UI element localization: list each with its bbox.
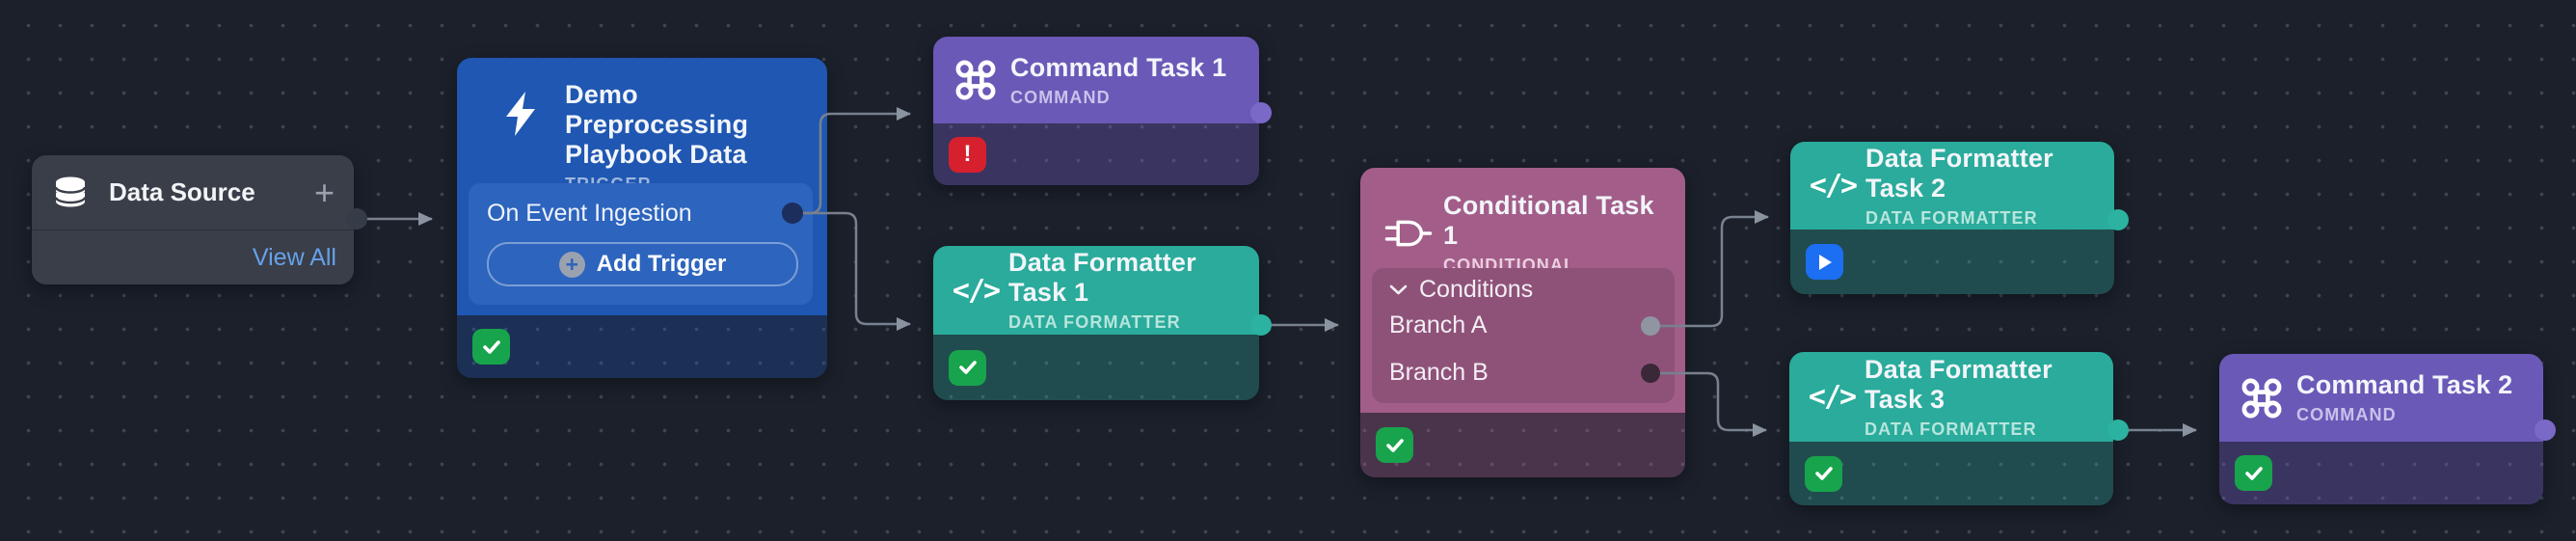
view-all-link[interactable]: View All xyxy=(252,243,336,271)
formatter3-status-bar xyxy=(1789,442,2113,505)
formatter1-status-bar xyxy=(933,335,1259,400)
trigger-header: Demo Preprocessing Playbook Data TRIGGER… xyxy=(457,58,827,315)
success-status-badge[interactable] xyxy=(949,349,986,386)
add-trigger-label: Add Trigger xyxy=(596,251,727,277)
conditions-toggle[interactable]: Conditions xyxy=(1389,274,1533,305)
success-status-badge[interactable] xyxy=(1805,455,1842,492)
command2-status-bar xyxy=(2219,442,2543,504)
error-status-badge[interactable]: ! xyxy=(949,136,986,173)
node-command-task-2[interactable]: Command Task 2 COMMAND xyxy=(2219,354,2543,504)
node-title: Data Formatter Task 1 xyxy=(1008,248,1196,307)
formatter2-status-bar xyxy=(1790,230,2114,294)
node-conditional-task-1[interactable]: Conditional Task 1 CONDITIONAL Condition… xyxy=(1360,168,1685,477)
code-icon: </> xyxy=(1809,169,1858,203)
node-title: Command Task 1 xyxy=(1010,52,1227,82)
success-status-badge[interactable] xyxy=(472,329,510,365)
conditional-header: Conditional Task 1 CONDITIONAL Condition… xyxy=(1360,168,1685,413)
data-source-header: Data Source + xyxy=(32,155,354,230)
branch-b-row[interactable]: Branch B xyxy=(1389,358,1489,386)
formatter1-header: </> Data Formatter Task 1 DATA FORMATTER xyxy=(933,246,1259,335)
code-icon: </> xyxy=(952,273,1001,308)
command1-status-bar: ! xyxy=(933,123,1259,185)
running-status-badge[interactable] xyxy=(1806,244,1843,280)
node-title: Data Formatter Task 2 xyxy=(1865,143,2053,203)
node-type-label: DATA FORMATTER xyxy=(1008,312,1181,332)
trigger-events-panel: On Event Ingestion + Add Trigger xyxy=(469,183,813,305)
node-type-label: DATA FORMATTER xyxy=(1865,207,2038,228)
node-trigger[interactable]: Demo Preprocessing Playbook Data TRIGGER… xyxy=(457,58,827,378)
formatter2-header: </> Data Formatter Task 2 DATA FORMATTER xyxy=(1790,142,2114,230)
command1-header: Command Task 1 COMMAND xyxy=(933,37,1259,123)
node-title: Data Formatter Task 3 xyxy=(1865,354,2053,414)
error-glyph: ! xyxy=(963,141,972,167)
formatter3-header: </> Data Formatter Task 3 DATA FORMATTER xyxy=(1789,352,2113,442)
data-source-footer: View All xyxy=(32,230,354,284)
conditional-status-bar xyxy=(1360,413,1685,477)
node-data-formatter-task-3[interactable]: </> Data Formatter Task 3 DATA FORMATTER xyxy=(1789,352,2113,505)
node-type-label: COMMAND xyxy=(1010,87,1111,107)
data-source-title: Data Source xyxy=(109,177,255,206)
trigger-status-bar xyxy=(457,315,827,378)
command-icon xyxy=(2239,376,2285,420)
node-command-task-1[interactable]: Command Task 1 COMMAND ! xyxy=(933,37,1259,185)
node-title: Demo Preprocessing Playbook Data xyxy=(565,80,749,169)
database-icon xyxy=(53,176,88,209)
conditions-label: Conditions xyxy=(1419,275,1534,303)
success-status-badge[interactable] xyxy=(2235,455,2272,491)
success-status-badge[interactable] xyxy=(1376,427,1413,463)
command2-header: Command Task 2 COMMAND xyxy=(2219,354,2543,442)
trigger-event-row[interactable]: On Event Ingestion xyxy=(487,199,692,227)
node-type-label: COMMAND xyxy=(2296,405,2397,424)
branch-a-row[interactable]: Branch A xyxy=(1389,311,1488,338)
logic-gate-icon xyxy=(1383,216,1434,251)
add-trigger-button[interactable]: + Add Trigger xyxy=(487,242,798,286)
code-icon: </> xyxy=(1808,380,1857,414)
node-type-label: DATA FORMATTER xyxy=(1865,419,2037,439)
node-title: Conditional Task 1 xyxy=(1443,191,1654,250)
conditions-panel: Conditions Branch A Branch B xyxy=(1372,268,1675,403)
node-title: Command Task 2 xyxy=(2296,370,2513,399)
lightning-icon xyxy=(496,68,546,160)
command-icon xyxy=(953,58,999,102)
node-data-source[interactable]: Data Source + View All xyxy=(32,155,354,284)
node-data-formatter-task-1[interactable]: </> Data Formatter Task 1 DATA FORMATTER xyxy=(933,246,1259,400)
chevron-down-icon xyxy=(1389,284,1408,296)
add-data-source-button[interactable]: + xyxy=(313,172,335,212)
node-data-formatter-task-2[interactable]: </> Data Formatter Task 2 DATA FORMATTER xyxy=(1790,142,2114,294)
plus-icon: + xyxy=(558,251,585,278)
